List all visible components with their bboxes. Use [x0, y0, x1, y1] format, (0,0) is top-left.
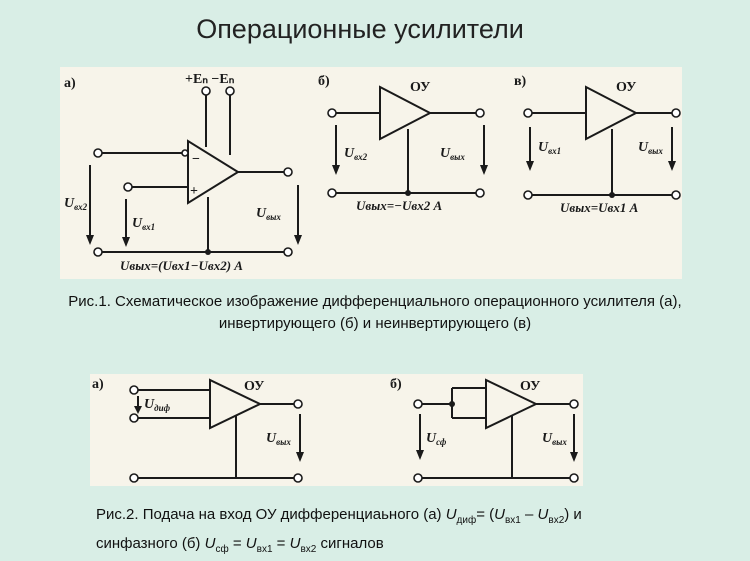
u-dif-label: Uдиф	[144, 397, 171, 413]
figure2-schematics: а) ОУ Uдиф Uвых б) ОУ	[92, 377, 579, 483]
u-in1-label: Uвх1	[132, 216, 155, 232]
formula-differential: Uвых=(Uвх1−Uвх2) A	[120, 258, 243, 273]
inverting-sign: −	[192, 152, 200, 167]
schematic2-a-tag: а)	[92, 377, 104, 392]
output-terminal-noninverting-amp	[671, 108, 681, 118]
input-terminal-inverting-amp	[327, 108, 337, 118]
opamp-triangle	[187, 139, 240, 205]
opamp-label-noninverting: ОУ	[616, 80, 636, 95]
figure1-panel: а) +Eₙ −Eₙ − +	[60, 67, 682, 279]
figure1-schematics: а) +Eₙ −Eₙ − +	[64, 72, 681, 273]
u-in2-label: Uвх2	[64, 196, 88, 212]
output-terminal-inverting-amp	[475, 108, 485, 118]
opamp-label-diff-input: ОУ	[244, 379, 264, 394]
figure2-panel: а) ОУ Uдиф Uвых б) ОУ	[90, 374, 583, 486]
diff-input-terminal-2	[129, 413, 139, 423]
schematic-common-mode-input: б) ОУ Uсф Uвых	[390, 377, 579, 483]
noninverting-sign: +	[190, 184, 198, 199]
formula-noninverting: Uвых=Uвх1 A	[560, 200, 639, 215]
figure2-caption-line2: синфазного (б) Uсф = Uвх1 = Uвх2 сигнало…	[96, 535, 384, 555]
schematic2-b-tag: б)	[390, 377, 402, 392]
input-terminal-inverting	[93, 148, 103, 158]
figure1-caption: Рис.1. Схематическое изображение диффере…	[0, 291, 750, 335]
schematic-differential: а) +Eₙ −Eₙ − +	[64, 72, 302, 273]
schematic-noninverting: в) ОУ Uвх1 Uвых Uвых=Uвх1 A	[514, 74, 681, 215]
input-terminal-noninverting-amp	[523, 108, 533, 118]
supply-positive-terminal	[201, 86, 211, 96]
figure1-caption-line1: Рис.1. Схематическое изображение диффере…	[68, 293, 682, 310]
u-in-label-noninverting: Uвх1	[538, 140, 561, 156]
supply-negative-terminal	[225, 86, 235, 96]
u-out-label-noninverting: Uвых	[638, 140, 663, 156]
u-out-label-common-mode: Uвых	[542, 431, 567, 447]
figure2-caption-line1: Рис.2. Подача на вход ОУ дифференциаьног…	[96, 506, 582, 526]
schematic-differential-input: а) ОУ Uдиф Uвых	[92, 377, 304, 483]
u-out-label-diff-input: Uвых	[266, 431, 291, 447]
diff-input-terminal-1	[129, 385, 139, 395]
supply-label: +Eₙ −Eₙ	[185, 72, 235, 87]
input-terminal-noninverting	[123, 182, 133, 192]
u-in-label-inverting: Uвх2	[344, 146, 368, 162]
schematic-inverting: б) ОУ Uвх2 Uвых Uвых=−Uвх2 A	[318, 74, 488, 213]
u-sf-label: Uсф	[426, 431, 447, 447]
common-mode-input-terminal	[413, 399, 423, 409]
schematic-b-tag: б)	[318, 74, 330, 89]
schematic-a-tag: а)	[64, 76, 76, 91]
u-out-label-inverting: Uвых	[440, 146, 465, 162]
formula-inverting: Uвых=−Uвх2 A	[356, 198, 442, 213]
output-terminal	[283, 167, 293, 177]
opamp-label-inverting: ОУ	[410, 80, 430, 95]
slide-title: Операционные усилители	[196, 14, 524, 44]
u-out-label: Uвых	[256, 206, 281, 222]
opamp-label-common-mode: ОУ	[520, 379, 540, 394]
figure1-caption-line2: инвертирующего (б) и неинвертирующего (в…	[218, 315, 532, 332]
figure2-caption: Рис.2. Подача на вход ОУ дифференциаьног…	[96, 503, 726, 561]
schematic-c-tag: в)	[514, 74, 527, 89]
